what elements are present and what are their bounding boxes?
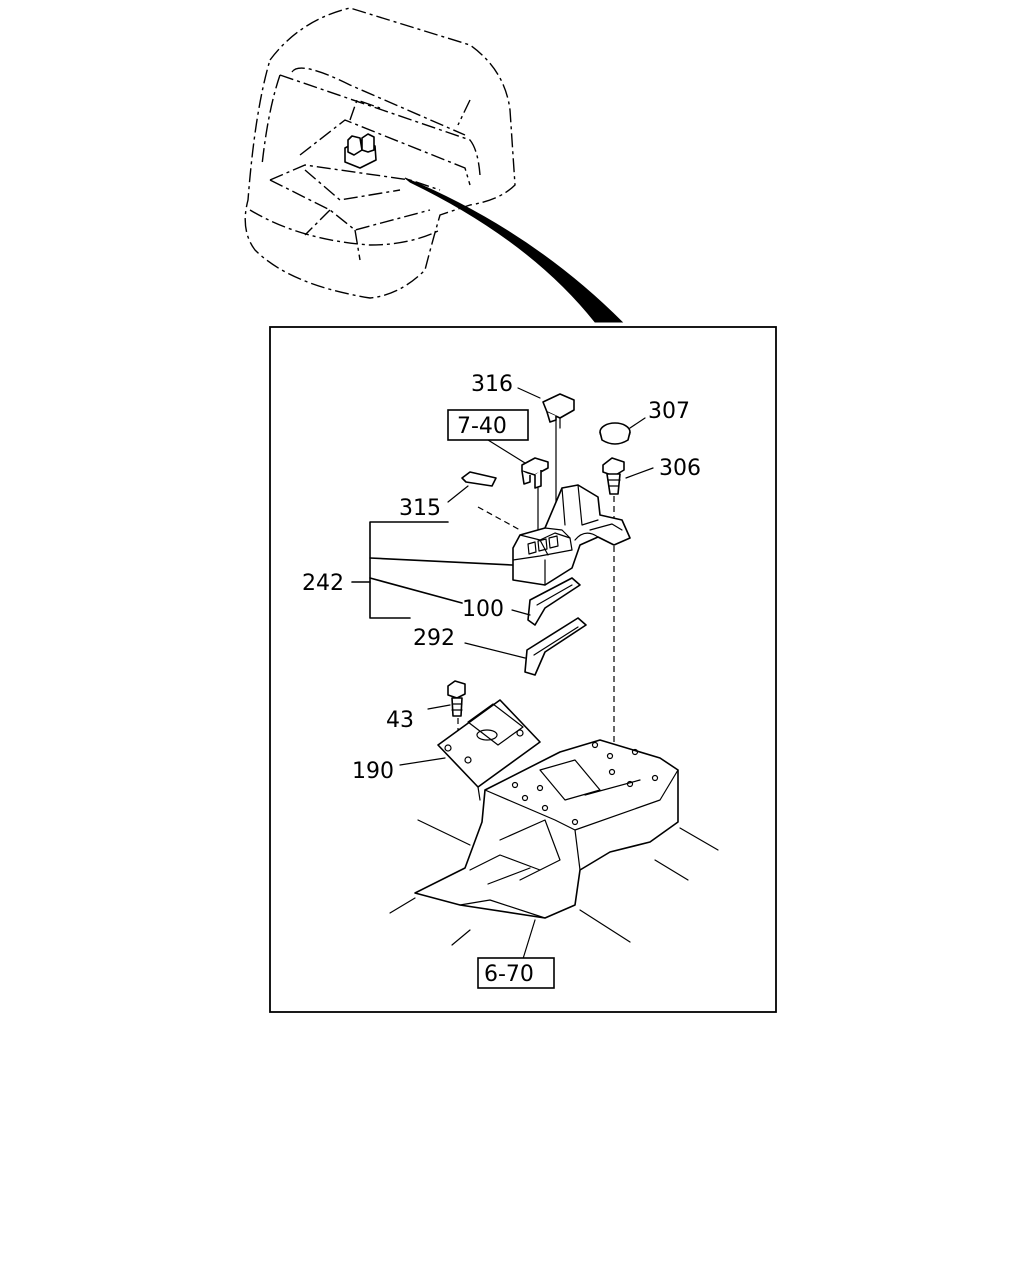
ref-label-7-40: 7-40 (457, 414, 507, 439)
part-292-trim (524, 617, 587, 676)
ref-label-6-70: 6-70 (484, 962, 534, 987)
floor-tunnel-6-70 (389, 739, 719, 946)
part-307-cap (599, 422, 631, 445)
label-43: 43 (386, 708, 414, 733)
part-190-plate (437, 699, 541, 801)
label-306: 306 (659, 456, 701, 481)
label-190: 190 (352, 759, 394, 784)
leader-242 (351, 521, 513, 619)
part-315-pad (461, 471, 497, 487)
part-43-bolt (447, 680, 466, 717)
cab-console-icon (344, 133, 377, 169)
label-100: 100 (462, 597, 504, 622)
label-307: 307 (648, 399, 690, 424)
part-306-push-clip (602, 457, 625, 495)
detail-frame (269, 326, 777, 1013)
cab-overview (244, 7, 624, 323)
ref-box-7-40[interactable]: 7-40 (447, 409, 529, 441)
label-292: 292 (413, 626, 455, 651)
ref-box-6-70[interactable]: 6-70 (477, 957, 555, 989)
part-7-40-bracket (521, 457, 549, 489)
detail-pointer-arrow (404, 177, 624, 323)
label-316: 316 (471, 372, 513, 397)
label-315: 315 (399, 496, 441, 521)
part-316-clip (542, 393, 575, 429)
label-242: 242 (302, 571, 344, 596)
part-242-console-assembly (512, 484, 631, 586)
part-100-trim (527, 577, 581, 626)
